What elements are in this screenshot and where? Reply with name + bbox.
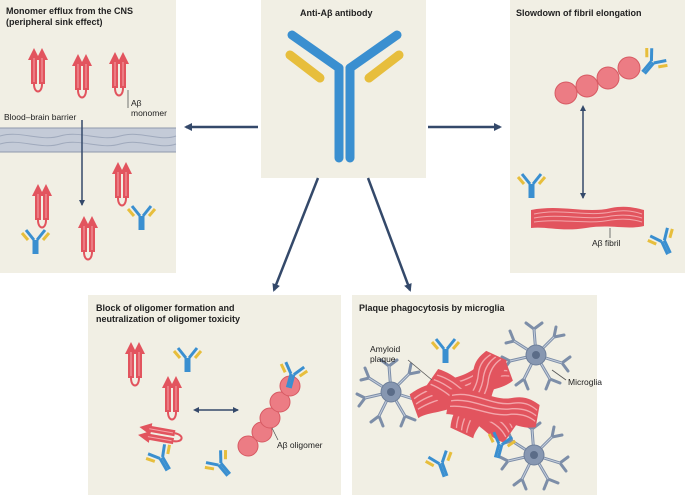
fibril-label: Aβ fibril <box>592 238 621 248</box>
antibody-icon <box>645 224 683 261</box>
antibody-icon <box>201 446 241 486</box>
microglia-label-leader <box>551 369 567 381</box>
amyloid-beta-monomer-icon <box>112 162 132 206</box>
elongating-fibril-icon <box>554 56 641 105</box>
amyloid-beta-monomer-icon <box>78 216 98 260</box>
amyloid-plaque-icon <box>407 348 542 447</box>
efflux-panel-title-line2: (peripheral sink effect) <box>6 17 103 27</box>
amyloid-beta-oligomer-icon <box>237 375 301 457</box>
antibody-icon <box>423 447 460 483</box>
antibody-icon <box>143 440 182 479</box>
main-arrows <box>184 123 502 292</box>
panel-oligomer-block <box>88 295 341 495</box>
plaque-label-line2: plaque <box>370 354 396 364</box>
amyloid-beta-monomer-icon <box>109 52 129 96</box>
efflux-panel-title-line1: Monomer efflux from the CNS <box>6 6 134 16</box>
amyloid-beta-monomer-icon <box>137 421 183 448</box>
plaque-label-line1: Amyloid <box>370 344 401 354</box>
monomer-label-line2: monomer <box>131 108 167 118</box>
slowdown-panel-title: Slowdown of fibril elongation <box>516 8 642 18</box>
antibody-icon <box>126 204 157 232</box>
antibody-icon <box>20 228 51 256</box>
phagocytosis-panel-title: Plaque phagocytosis by microglia <box>359 303 505 313</box>
oligomer-panel-title-line2: neutralization of oligomer toxicity <box>96 314 241 324</box>
antibody-icon <box>430 337 461 365</box>
amyloid-beta-monomer-icon <box>28 48 48 92</box>
antibody-panel-title: Anti-Aβ antibody <box>300 8 373 18</box>
amyloid-beta-monomer-icon <box>162 376 182 420</box>
large-antibody-icon <box>285 30 404 163</box>
plaque-label-leader <box>407 359 433 381</box>
monomer-label-line1: Aβ <box>131 98 142 108</box>
oligomer-panel-title-line1: Block of oligomer formation and <box>96 303 235 313</box>
microglia-label: Microglia <box>568 377 603 387</box>
amyloid-beta-monomer-icon <box>125 342 145 386</box>
amyloid-beta-fibril-icon <box>530 206 645 230</box>
oligomer-label-leader <box>271 427 279 441</box>
amyloid-beta-monomer-icon <box>32 184 52 228</box>
antibody-icon <box>172 346 203 374</box>
oligomer-label: Aβ oligomer <box>277 440 323 450</box>
bbb-label: Blood–brain barrier <box>4 112 77 122</box>
blood-brain-barrier <box>0 127 177 153</box>
amyloid-beta-monomer-icon <box>72 54 92 98</box>
antibody-icon <box>516 172 547 200</box>
